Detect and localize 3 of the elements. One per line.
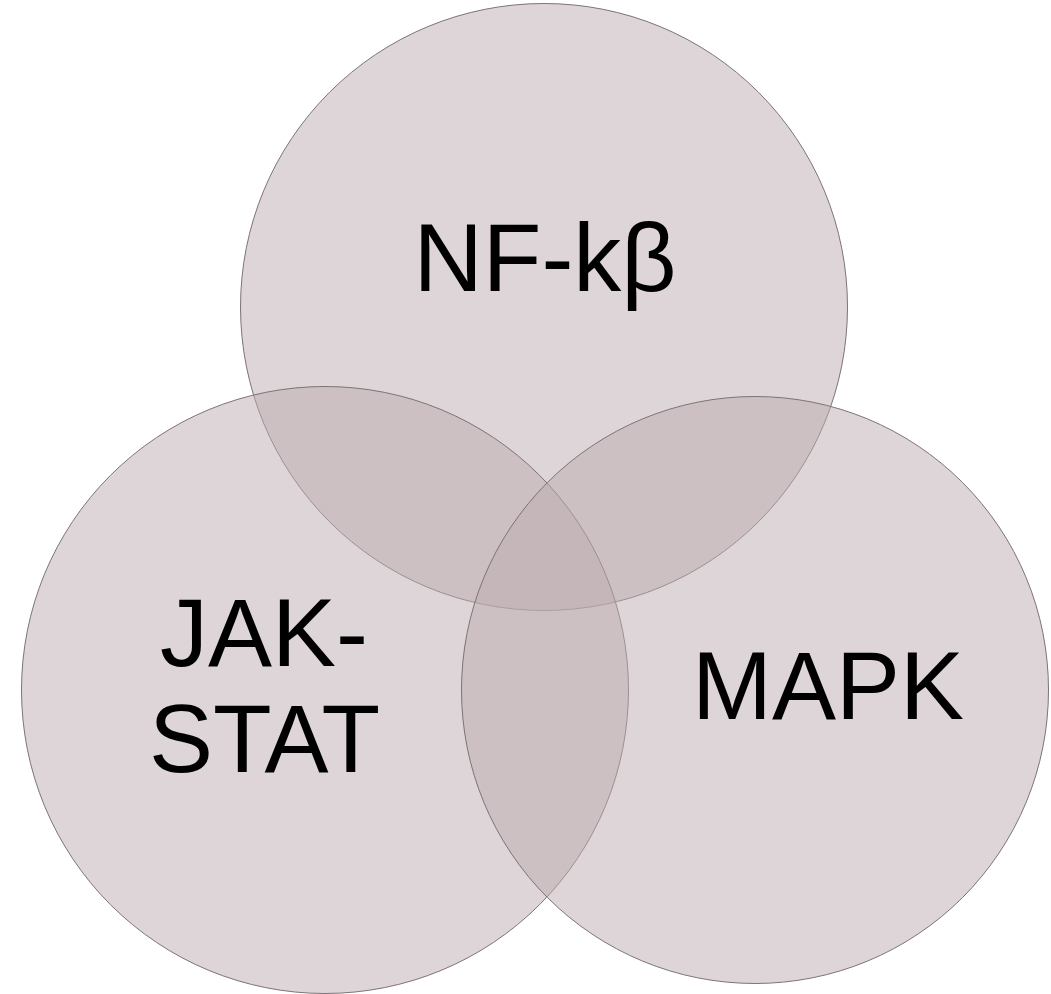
circle-label: MAPK: [690, 633, 966, 739]
circle-label: NF-kβ: [412, 205, 678, 311]
circle-label: JAK-STAT: [149, 580, 379, 792]
